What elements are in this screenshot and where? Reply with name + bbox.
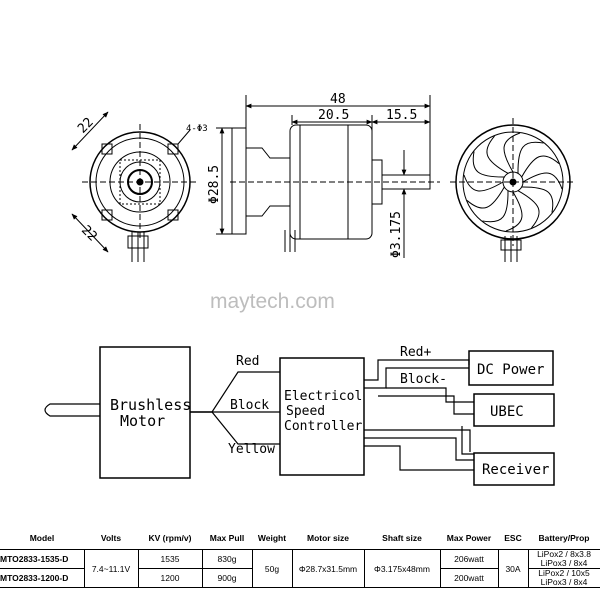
esc-cell: 30A: [497, 549, 529, 588]
wire-red-label: Red: [236, 354, 259, 369]
header-cell: Weight: [252, 527, 292, 550]
power-black-label: Block-: [400, 372, 447, 387]
side-view: [216, 95, 440, 258]
header-cell: Max Pull: [202, 527, 252, 550]
shaft-diameter-label: Φ3.175: [389, 211, 404, 258]
shaft-length-label: 15.5: [386, 108, 417, 123]
pull-cell: 830g: [201, 549, 253, 569]
power-red-label: Red+: [400, 345, 431, 360]
header-cell: Model: [0, 527, 84, 550]
watermark: maytech.com: [210, 290, 335, 313]
esc-label-1: Electricol: [284, 389, 362, 404]
battery-cell: LiPox2 / 8x3.8 LiPox3 / 8x4: [527, 549, 600, 569]
battery-cell: LiPox2 / 10x5 LiPox3 / 8x4: [527, 568, 600, 588]
volts-cell: 7.4~11.1V: [83, 549, 139, 588]
front-dim-a-label: 22: [75, 115, 97, 137]
header-cell: Shaft size: [364, 527, 440, 550]
wiring-diagram: [44, 346, 555, 486]
battery-line: LiPox2 / 8x3.8: [537, 549, 591, 559]
overall-length-label: 48: [330, 92, 346, 107]
front-dim-b-label: 22: [78, 223, 100, 245]
dc-power-box-label: DC Power: [477, 362, 544, 378]
kv-cell: 1535: [137, 549, 203, 569]
hole-label: 4-Φ3: [186, 124, 208, 134]
power-cell: 206watt: [439, 549, 499, 569]
spec-table: Model Volts KV (rpm/v) Max Pull Weight M…: [0, 527, 600, 588]
battery-line: LiPox2 / 10x5: [538, 568, 590, 578]
header-cell: Motor size: [292, 527, 364, 550]
pull-cell: 900g: [201, 568, 253, 588]
motor-label-2: Motor: [120, 412, 165, 430]
model-cell: MTO2833-1200-D: [0, 568, 85, 588]
kv-cell: 1200: [137, 568, 203, 588]
ubec-box-label: UBEC: [490, 404, 524, 420]
wire-yellow-label: Yellow: [228, 442, 275, 457]
shaft-size-cell: Φ3.175x48mm: [363, 549, 441, 588]
motor-label-1: Brushless: [110, 396, 191, 414]
header-cell: KV (rpm/v): [138, 527, 202, 550]
weight-cell: 50g: [251, 549, 293, 588]
motor-size-cell: Φ28.7x31.5mm: [291, 549, 365, 588]
header-cell: Max Power: [440, 527, 498, 550]
front-view: [71, 111, 198, 262]
fan-blades: [463, 132, 563, 232]
receiver-box-label: Receiver: [482, 462, 549, 478]
header-cell: ESC: [498, 527, 528, 550]
power-cell: 200watt: [439, 568, 499, 588]
wire-black-label: Block: [230, 398, 269, 413]
spec-table-header: Model Volts KV (rpm/v) Max Pull Weight M…: [0, 527, 600, 550]
esc-label-2: Speed: [286, 404, 325, 419]
esc-label-3: Controller: [284, 419, 362, 434]
header-cell: Battery/Prop: [528, 527, 600, 550]
header-cell: Volts: [84, 527, 138, 550]
battery-line: LiPox3 / 8x4: [540, 577, 588, 587]
body-length-label: 20.5: [318, 108, 349, 123]
model-cell: MTO2833-1535-D: [0, 549, 85, 569]
table-row: MTO2833-1200-D 1200 900g 200watt LiPox2 …: [0, 568, 600, 588]
diameter-label: Φ28.5: [207, 165, 222, 204]
rear-view: [450, 118, 576, 262]
table-row: MTO2833-1535-D 7.4~11.1V 1535 830g 50g Φ…: [0, 549, 600, 588]
battery-line: LiPox3 / 8x4: [540, 558, 588, 568]
